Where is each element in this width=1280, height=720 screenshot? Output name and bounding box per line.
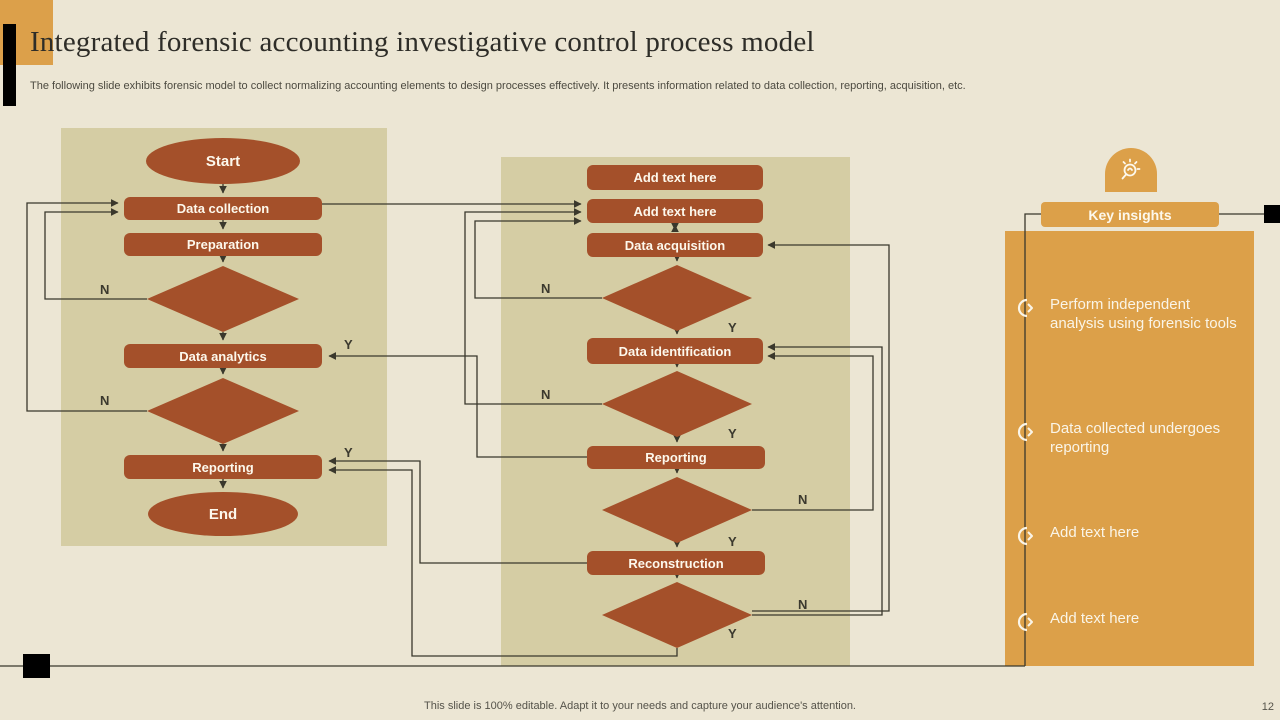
flow-node-data-identification: Data identification bbox=[587, 338, 763, 364]
flow-node-reporting-left: Reporting bbox=[124, 455, 322, 479]
branch-label-y: Y bbox=[344, 445, 353, 460]
flow-node-reporting-middle: Reporting bbox=[587, 446, 765, 469]
flow-node-reconstruction: Reconstruction bbox=[587, 551, 765, 575]
key-insights-panel bbox=[1005, 231, 1254, 666]
rotate-arrow-icon bbox=[1017, 612, 1033, 632]
branch-label-y: Y bbox=[344, 337, 353, 352]
branch-label-n: N bbox=[798, 597, 808, 612]
insight-item: Add text here bbox=[1012, 610, 1247, 633]
page-title: Integrated forensic accounting investiga… bbox=[30, 26, 815, 58]
key-insights-title: Key insights bbox=[1041, 202, 1219, 227]
decision-diamonds bbox=[147, 265, 752, 648]
branch-label-n: N bbox=[100, 393, 110, 408]
page-number: 12 bbox=[1261, 701, 1274, 713]
page-subtitle: The following slide exhibits forensic mo… bbox=[30, 80, 966, 92]
flow-node-data-collection: Data collection bbox=[124, 197, 322, 220]
branch-label-n: N bbox=[798, 492, 808, 507]
branch-label-n: N bbox=[541, 281, 551, 296]
title-accent-bar bbox=[3, 24, 16, 106]
insight-item: Data collected undergoes reporting bbox=[1012, 420, 1247, 458]
flow-node-start: Start bbox=[146, 138, 300, 184]
footer-note: This slide is 100% editable. Adapt it to… bbox=[424, 700, 856, 712]
insight-item: Add text here bbox=[1012, 524, 1247, 547]
rotate-arrow-icon bbox=[1017, 422, 1033, 442]
branch-label-n: N bbox=[100, 282, 110, 297]
flow-node-preparation: Preparation bbox=[124, 233, 322, 256]
bottom-left-square bbox=[23, 654, 50, 678]
flow-node-add-text-2: Add text here bbox=[587, 199, 763, 223]
insight-item: Perform independent analysis using foren… bbox=[1012, 296, 1247, 334]
bulb-magnifier-icon bbox=[1121, 158, 1141, 180]
insight-text: Add text here bbox=[1050, 524, 1140, 541]
rotate-arrow-icon bbox=[1017, 526, 1033, 546]
flow-node-end: End bbox=[148, 492, 298, 536]
right-edge-square bbox=[1264, 205, 1280, 223]
insight-icon-arch bbox=[1105, 148, 1157, 192]
branch-label-y: Y bbox=[728, 626, 737, 641]
flow-node-data-acquisition: Data acquisition bbox=[587, 233, 763, 257]
insight-text: Add text here bbox=[1050, 610, 1140, 627]
insight-text: Data collected undergoes reporting bbox=[1050, 420, 1221, 456]
branch-label-n: N bbox=[541, 387, 551, 402]
branch-label-y: Y bbox=[728, 320, 737, 335]
branch-label-y: Y bbox=[728, 534, 737, 549]
rotate-arrow-icon bbox=[1017, 298, 1033, 318]
insight-text: Perform independent analysis using foren… bbox=[1050, 296, 1237, 332]
flow-node-data-analytics: Data analytics bbox=[124, 344, 322, 368]
flow-node-add-text-1: Add text here bbox=[587, 165, 763, 190]
branch-label-y: Y bbox=[728, 426, 737, 441]
